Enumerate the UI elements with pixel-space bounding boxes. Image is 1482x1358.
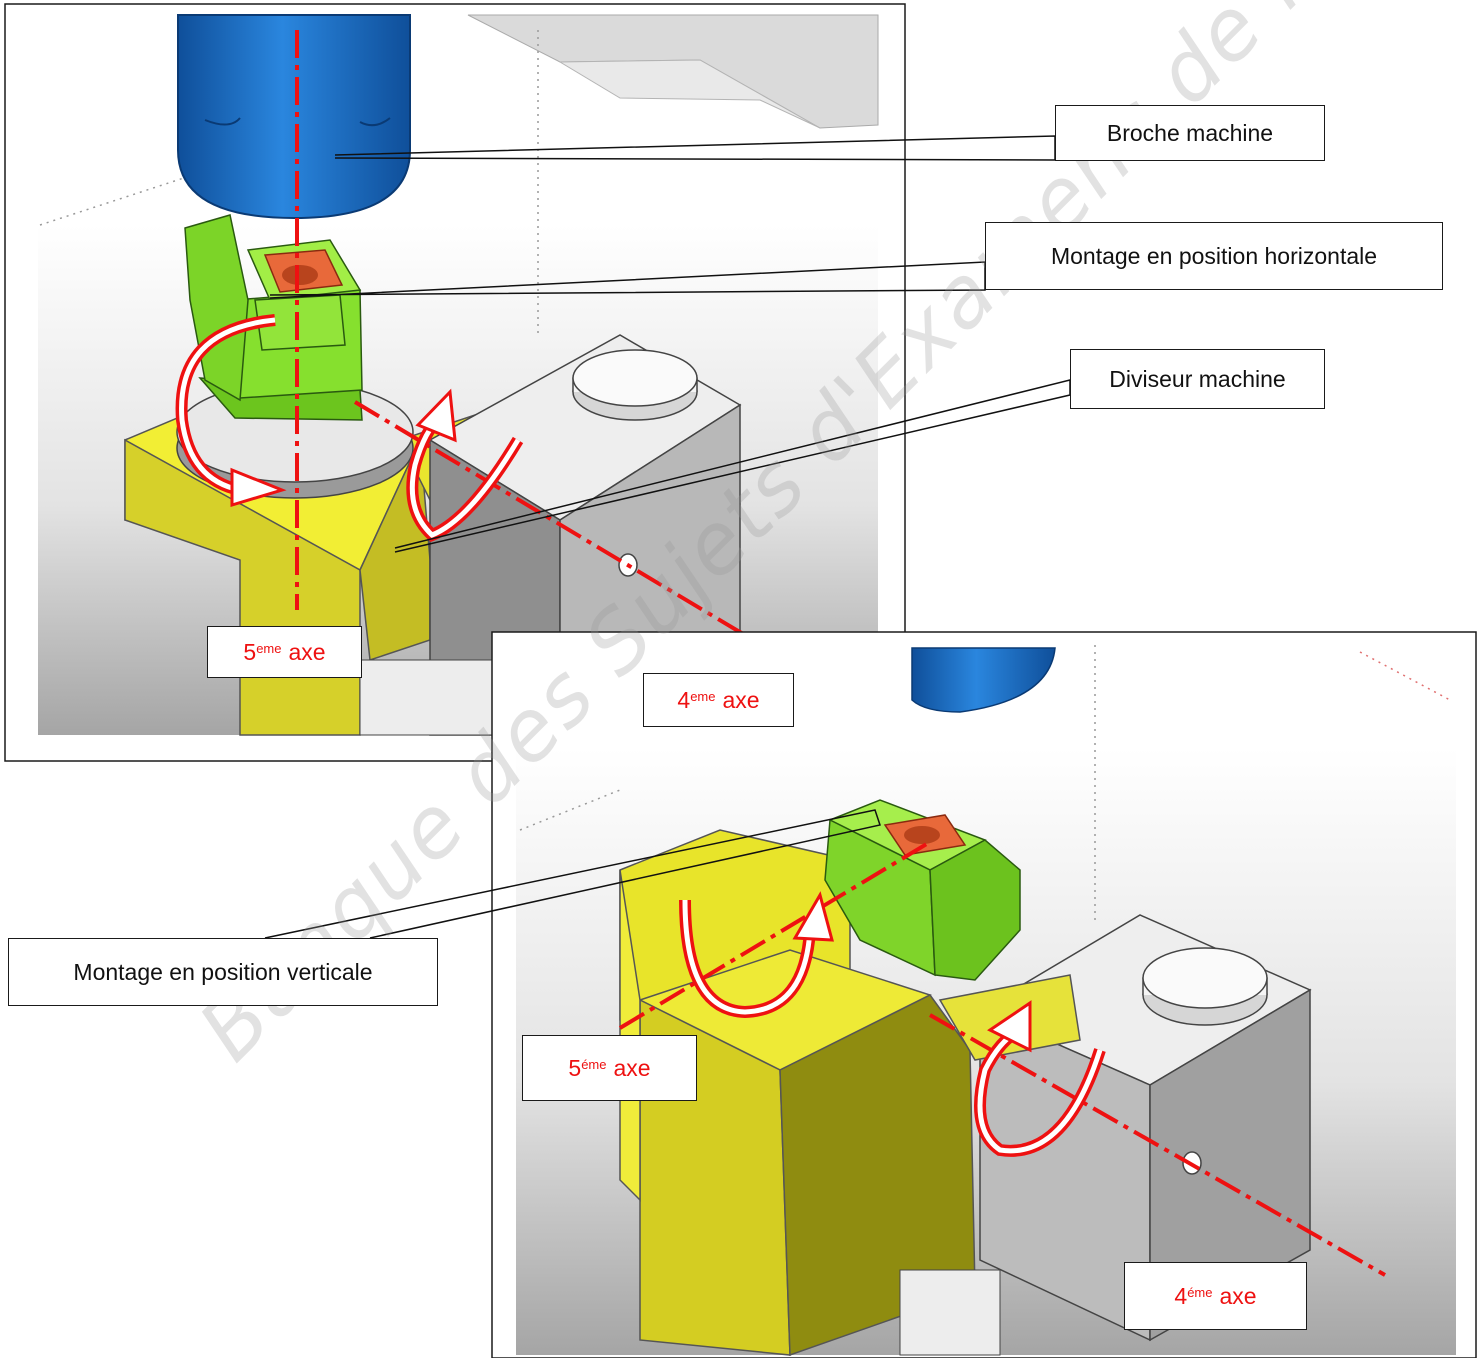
spindle — [177, 14, 411, 220]
fixture-vertical — [824, 799, 1021, 981]
label-diviseur-machine: Diviseur machine — [1070, 349, 1325, 409]
leader-montage-v — [264, 809, 881, 939]
label-montage-vertical: Montage en position verticale — [8, 938, 438, 1006]
rotation-arrow-4-bottom — [974, 1000, 1106, 1157]
label-montage-horizontal: Montage en position horizontale — [985, 222, 1443, 290]
rotation-arrow-4-top — [406, 388, 524, 542]
axis-4-line-top — [353, 400, 802, 670]
label-broche-machine: Broche machine — [1055, 105, 1325, 161]
machine-housing — [467, 14, 879, 129]
spindle-bottom — [911, 647, 1056, 713]
axis-4-line-bottom — [929, 1013, 1386, 1277]
axis-5-line-bottom — [618, 840, 932, 1030]
rotation-arrow-5-bottom — [679, 891, 834, 1019]
top-view-panel — [4, 3, 1071, 762]
rotation-arrow-5-top — [175, 314, 287, 508]
